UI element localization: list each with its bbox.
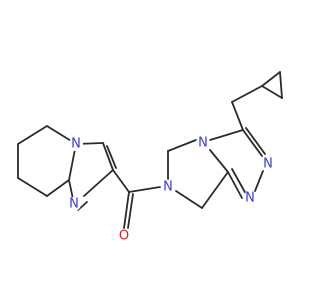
bond-tri-1 (209, 129, 244, 141)
bond-imid-2 (102, 142, 114, 171)
atom-n-amide: N (161, 180, 175, 195)
atom-n-imidazole-ring: N (67, 197, 81, 212)
atom-o-carbonyl: O (117, 229, 131, 244)
bond-tri-double-1 (245, 127, 266, 155)
bond-imid-double (106, 145, 117, 169)
bond-cp-3 (261, 71, 281, 87)
bond-carbonyl-1 (112, 169, 130, 193)
atom-n-imidazole-bridge-label: N (71, 137, 81, 152)
atom-n-triazole-2-label: N (245, 191, 255, 206)
atom-label-layer: N N O N N N (67, 136, 275, 244)
bond-tri-double-2 (231, 168, 247, 195)
bond-imid-3 (83, 169, 114, 197)
bond-ring-a-4 (17, 177, 48, 197)
atom-n-imidazole-ring-label: N (69, 197, 79, 212)
bond-carbonyl-3 (128, 186, 161, 193)
bond-cp-2 (279, 71, 283, 99)
bond-tri-2 (242, 129, 263, 157)
atom-n-triazole-bridge-label: N (198, 136, 208, 151)
bond-layer (17, 71, 283, 229)
molecule-structure: N N O N N N (17, 71, 283, 244)
bond-ring-b-5 (175, 190, 203, 209)
atom-n-triazole-2: N (243, 191, 257, 206)
atom-n-triazole-3-label: N (263, 157, 273, 172)
bond-side-1 (231, 101, 244, 131)
atom-n-imidazole-bridge: N (69, 137, 83, 152)
bond-ring-a-2 (17, 125, 48, 145)
bond-tri-4 (227, 171, 243, 199)
bond-cp-1 (261, 85, 283, 99)
bond-ring-b-2 (167, 139, 197, 152)
bond-carbonyl-double (127, 193, 134, 229)
bond-imid-double-2 (77, 201, 88, 211)
bond-tri-3 (254, 170, 264, 192)
bond-carbonyl-2 (123, 191, 130, 229)
bond-ring-b-4 (201, 171, 229, 209)
atom-n-amide-label: N (163, 180, 173, 195)
atom-n-triazole-bridge: N (196, 136, 210, 151)
bond-side-2 (231, 85, 263, 103)
bond-ring-b-3 (209, 149, 229, 173)
molecule-canvas: N N O N N N (17, 71, 283, 244)
atom-n-triazole-3: N (261, 157, 275, 172)
atom-o-carbonyl-label: O (119, 229, 129, 244)
bond-ring-a-5 (46, 179, 70, 197)
